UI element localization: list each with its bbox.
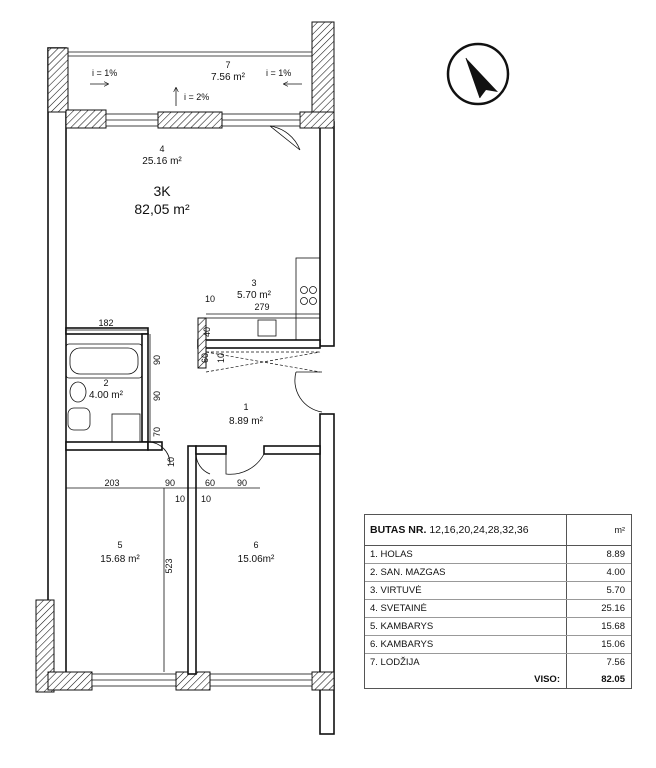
dim-10-a: 10 [175, 494, 185, 504]
summary-header: BUTAS NR. 12,16,20,24,28,32,36 m² [365, 515, 631, 546]
doors [147, 125, 323, 475]
dimension-lines [66, 313, 320, 672]
apartment-type: 3K [153, 183, 171, 199]
room-6-id: 6 [253, 540, 258, 550]
dim-279: 279 [254, 302, 269, 312]
room-7-area: 7.56 m² [211, 72, 246, 83]
dim-60: 60 [205, 478, 215, 488]
dim-10-kitchen: 10 [205, 294, 215, 304]
room-3-area: 5.70 m² [237, 290, 272, 301]
summary-row: 3. VIRTUVĖ 5.70 [365, 582, 631, 600]
inner-walls [65, 257, 321, 675]
room-4-id: 4 [159, 144, 164, 154]
dim-182: 182 [98, 318, 113, 328]
area-summary-table: BUTAS NR. 12,16,20,24,28,32,36 m² 1. HOL… [364, 514, 632, 689]
room-1-area: 8.89 m² [229, 416, 264, 427]
north-arrow-icon [446, 42, 510, 106]
summary-row: 2. SAN. MAZGAS 4.00 [365, 564, 631, 582]
summary-row: 7. LODŽIJA 7.56 [365, 654, 631, 671]
dim-60-v: 60 [200, 353, 210, 363]
dim-10-b: 10 [201, 494, 211, 504]
summary-total-value: 82.05 [601, 674, 625, 685]
summary-row: 5. KAMBARYS 15.68 [365, 618, 631, 636]
summary-row-name: 3. VIRTUVĖ [365, 582, 567, 599]
dim-40: 40 [202, 327, 212, 337]
room-3-id: 3 [251, 278, 256, 288]
room-4-area: 25.16 m² [142, 156, 182, 167]
dim-203: 203 [104, 478, 119, 488]
summary-row-value: 4.00 [606, 567, 626, 578]
summary-header-label: BUTAS NR. 12,16,20,24,28,32,36 [365, 515, 567, 545]
summary-row-value: 5.70 [606, 585, 626, 596]
dim-10-v: 10 [216, 353, 226, 363]
room-1-id: 1 [243, 402, 248, 412]
summary-row-value: 15.06 [601, 639, 625, 650]
summary-row-value: 15.68 [601, 621, 625, 632]
slope-center: i = 2% [184, 92, 209, 102]
summary-total-row: VISO: 82.05 [365, 671, 631, 688]
summary-row-name: 4. SVETAINĖ [365, 600, 567, 617]
dim-70: 70 [152, 427, 162, 437]
summary-row: 1. HOLAS 8.89 [365, 546, 631, 564]
outer-walls [35, 21, 335, 735]
dim-90-b2: 90 [237, 478, 247, 488]
room-5-id: 5 [117, 540, 122, 550]
summary-row-name: 1. HOLAS [365, 546, 567, 563]
dim-523: 523 [164, 558, 174, 573]
summary-row-value: 25.16 [601, 603, 625, 614]
summary-header-unit: m² [614, 525, 626, 535]
slope-arrows [90, 84, 302, 106]
summary-row-value: 8.89 [606, 549, 626, 560]
dim-10-bath: 10 [166, 457, 176, 467]
dim-90-b1: 90 [165, 478, 175, 488]
room-6-area: 15.06m² [238, 554, 275, 565]
summary-row-value: 7.56 [606, 657, 626, 668]
slope-right: i = 1% [266, 68, 291, 78]
summary-row-name: 5. KAMBARYS [365, 618, 567, 635]
dim-90-mid: 90 [152, 391, 162, 401]
room-5-area: 15.68 m² [100, 554, 140, 565]
summary-row-name: 7. LODŽIJA [365, 654, 567, 671]
summary-row: 4. SVETAINĖ 25.16 [365, 600, 631, 618]
summary-total-label: VISO: [365, 671, 567, 688]
room-2-area: 4.00 m² [89, 390, 124, 401]
summary-rows: 1. HOLAS 8.89 2. SAN. MAZGAS 4.00 3. VIRTUVĖ… [365, 546, 631, 671]
room-2-id: 2 [103, 378, 108, 388]
summary-row-name: 6. KAMBARYS [365, 636, 567, 653]
summary-header-numbers: 12,16,20,24,28,32,36 [429, 524, 529, 536]
summary-row: 6. KAMBARYS 15.06 [365, 636, 631, 654]
room-7-id: 7 [225, 60, 230, 70]
bathroom-fixtures [65, 343, 143, 443]
summary-row-name: 2. SAN. MAZGAS [365, 564, 567, 581]
apartment-area: 82,05 m² [134, 201, 190, 217]
slope-left: i = 1% [92, 68, 117, 78]
dim-90-top: 90 [152, 355, 162, 365]
plan-labels: 7 7.56 m² i = 1% i = 1% i = 2% 4 25.16 m… [89, 60, 291, 574]
